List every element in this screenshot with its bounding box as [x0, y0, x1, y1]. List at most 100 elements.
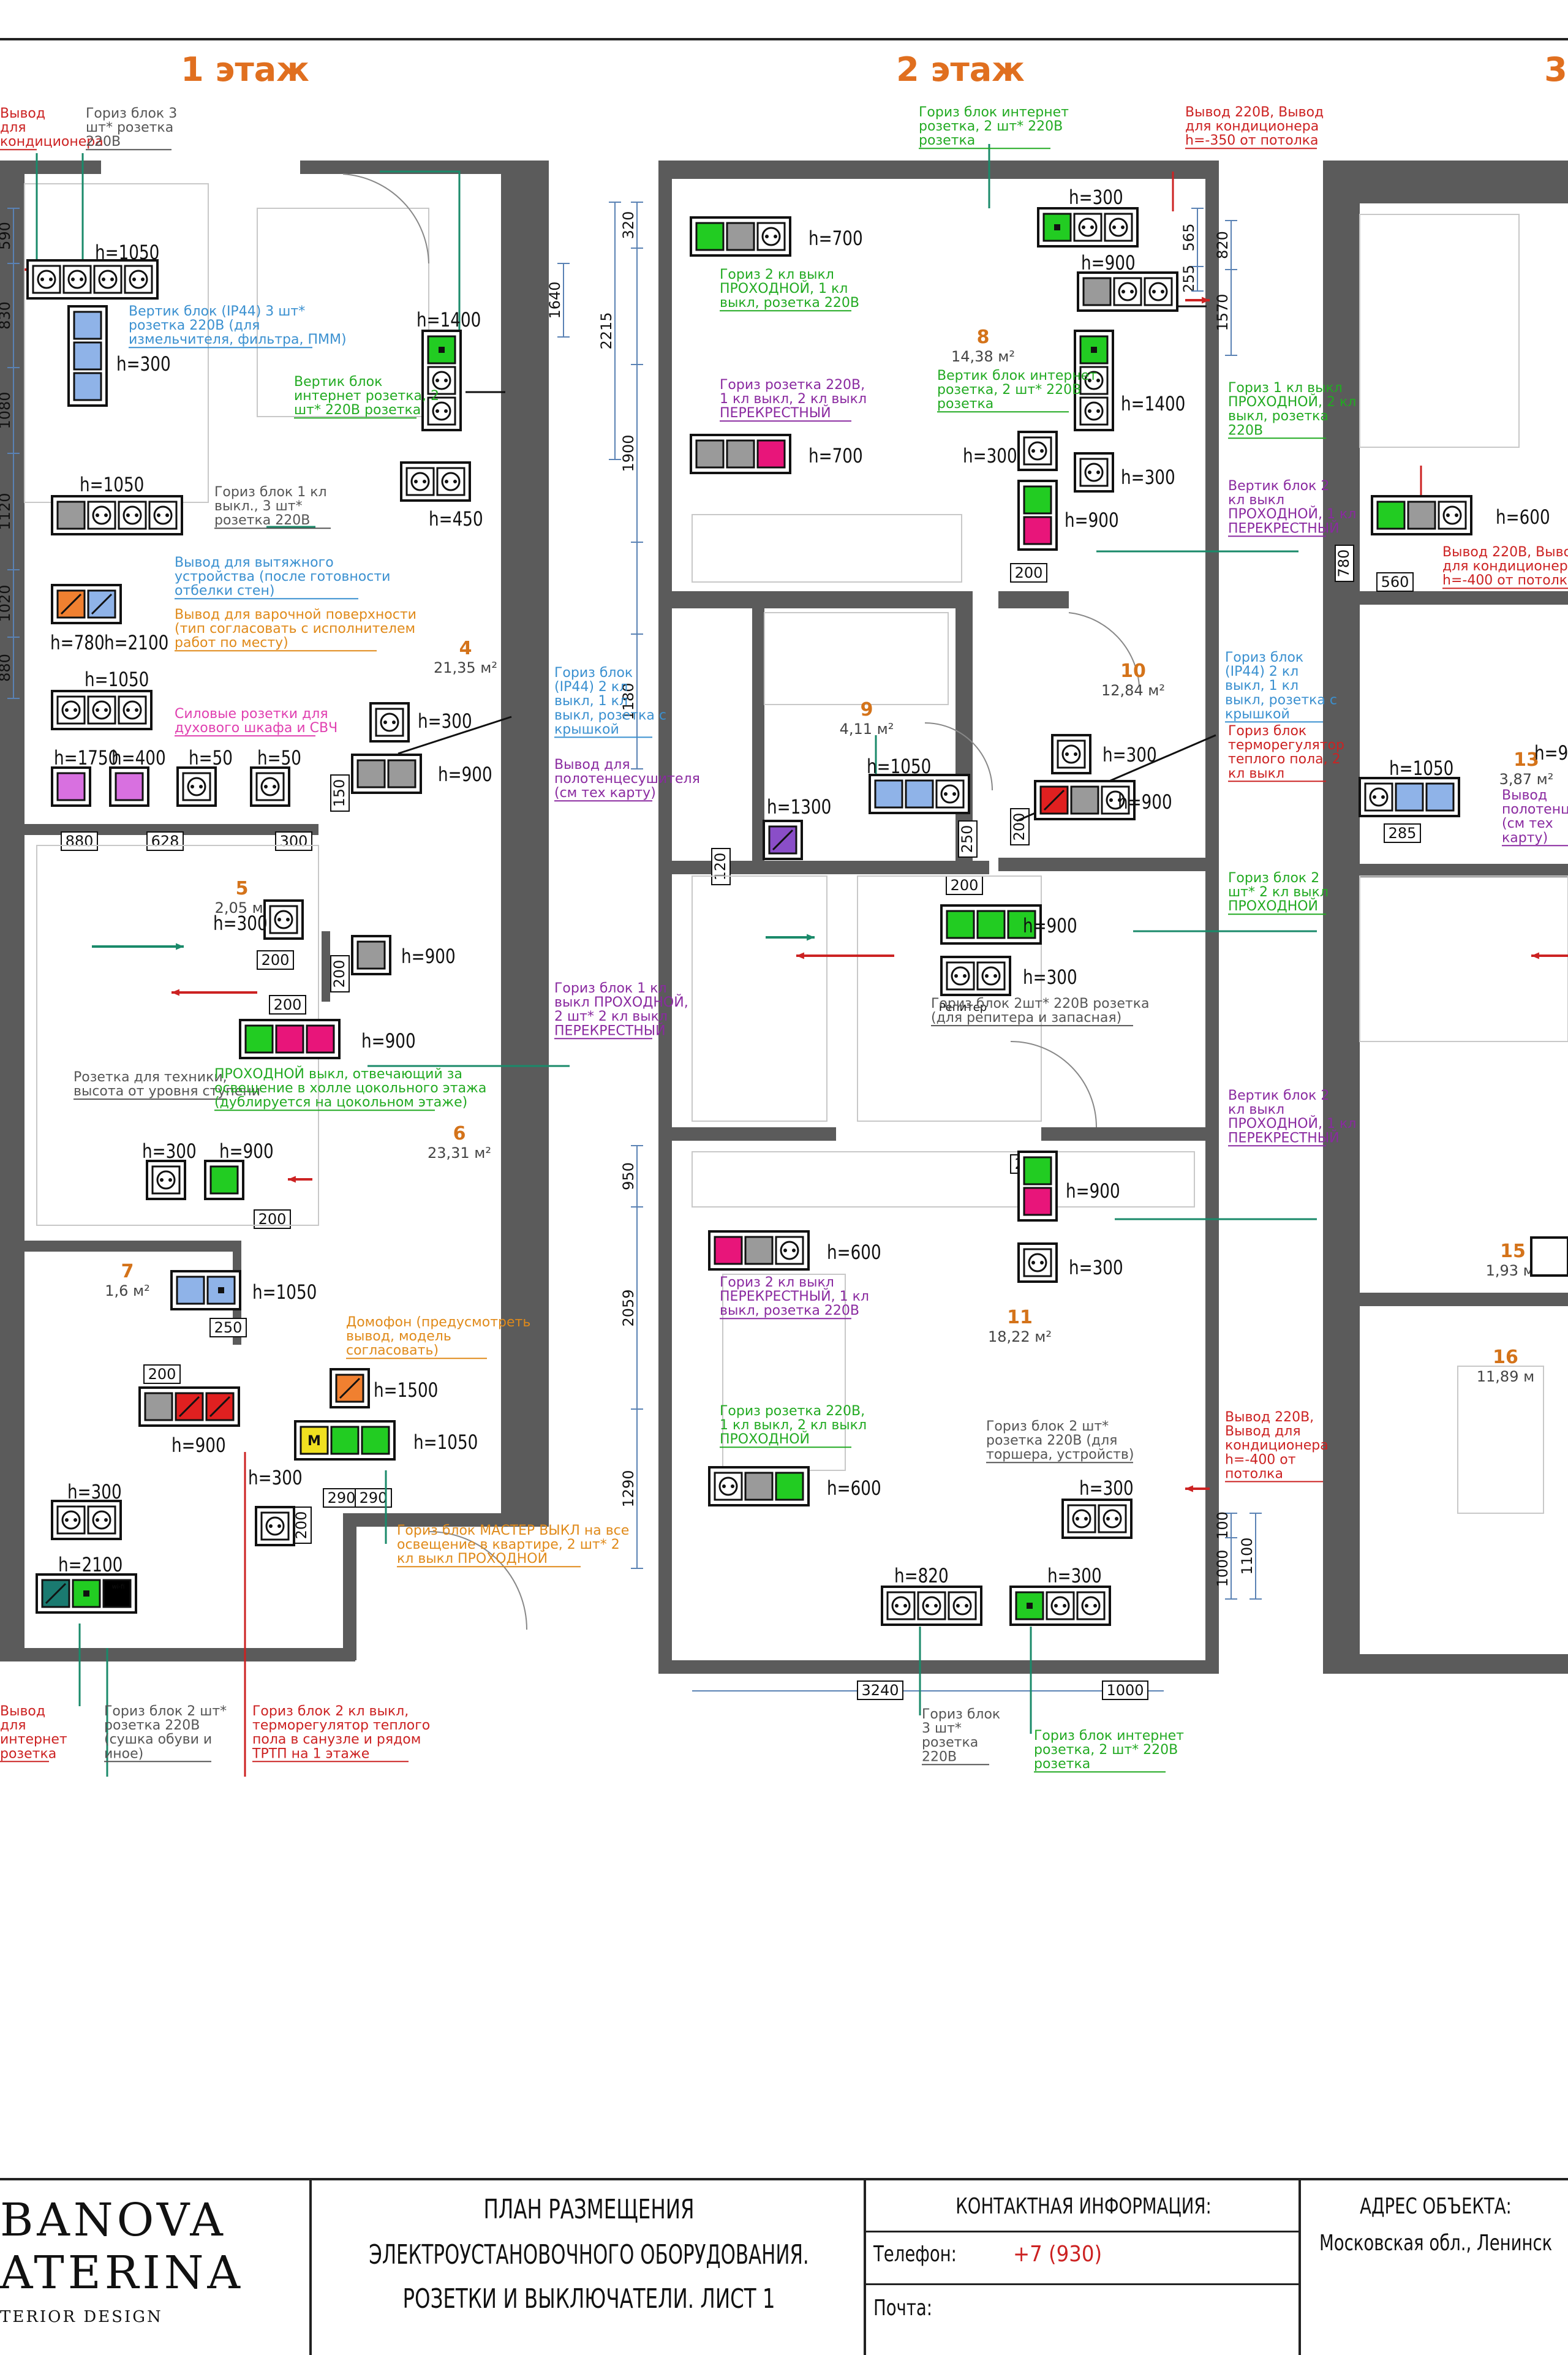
f1-block-socket-c — [369, 702, 410, 743]
sheet-title-line-2: ЭЛЕКТРОУСТАНОВОЧНОГО ОБОРУДОВАНИЯ. — [369, 2239, 809, 2270]
f2-block-p-socket-0 — [1023, 1248, 1052, 1277]
f2-block-r-switch-1 — [744, 1472, 774, 1501]
f1-block-ip44 — [67, 305, 108, 407]
floor-title-f2: 2 этаж — [896, 50, 1025, 89]
f2-block-r — [708, 1466, 810, 1506]
room-number-r11: 11 — [1007, 1307, 1033, 1328]
f1-block-socket-2-socket-0 — [405, 467, 435, 496]
dim-f1-left-2: 1080 — [0, 391, 13, 429]
f2-block-t — [881, 1586, 982, 1626]
f1-wall-wc-top — [0, 1241, 239, 1252]
f2-block-a-switch-0 — [695, 222, 725, 251]
floor-title-f1: 1 этаж — [181, 50, 309, 89]
f1-block-ip44-switch-0 — [73, 311, 102, 340]
f2-block-k-switch-1 — [1070, 785, 1099, 815]
f1-wall-left — [0, 161, 24, 1661]
f1-living-furniture — [257, 208, 429, 417]
sheet-title-line-1: ПЛАН РАЗМЕЩЕНИЯ — [483, 2194, 695, 2225]
dim-f2-right-b-1: 1570 — [1214, 293, 1231, 331]
room-area-r4: 21,35 м² — [434, 659, 497, 676]
dim-f1-small-6: 200 — [148, 1366, 176, 1383]
sheet-title-line-3: РОЗЕТКИ И ВЫКЛЮЧАТЕЛИ. ЛИСТ 1 — [402, 2283, 775, 2315]
f1-block-socket-b — [250, 766, 290, 807]
f2-block-i-switch-1 — [905, 779, 934, 809]
f1-block-master-m-label: М — [307, 1434, 321, 1449]
f2-block-t-socket-0 — [886, 1591, 916, 1620]
dim-f2-right-0: 565 — [1180, 224, 1197, 252]
f1-h-8: h=1750 — [54, 746, 118, 769]
phone-value: +7 (930) — [1013, 2242, 1102, 2267]
f1-block-socket-3-socket-2 — [118, 695, 147, 725]
f1-wall-closet — [322, 931, 330, 1002]
dim-f2-right-b-0: 820 — [1214, 231, 1231, 259]
dim-f1-small-8: 290 — [328, 1489, 356, 1506]
f2-block-a-socket-2 — [756, 222, 786, 251]
f2-h-8: h=1050 — [867, 755, 931, 777]
f2-block-n-socket-1 — [976, 961, 1006, 991]
f1-block-switch-e-switch-1 — [275, 1024, 304, 1054]
f1-block-socket-g-socket-0 — [260, 1511, 290, 1541]
f1-note-10: Розетка для техники,высота от уровня сту… — [74, 1070, 260, 1099]
f2-wall-outline-left — [658, 161, 672, 1674]
f3-wall-mid-b — [1360, 864, 1568, 877]
f2-block-i-socket-2 — [935, 779, 965, 809]
f2-block-p — [1017, 1242, 1058, 1283]
f1-block-switch-socket — [51, 495, 183, 535]
f2-block-q-switch-0 — [714, 1236, 743, 1265]
f1-note-16: Гориз блок 2 кл выкл,терморегулятор тепл… — [252, 1704, 430, 1761]
room-area-r6: 23,31 м² — [428, 1144, 491, 1162]
f1-h-19: h=1050 — [252, 1280, 317, 1303]
f1-h-10: h=50 — [189, 746, 233, 769]
f1-h-20: h=900 — [172, 1434, 226, 1456]
f1-block-ip44-switch-1 — [73, 341, 102, 371]
logo-cell: BANOVA ATERINA TERIOR DESIGN — [0, 2180, 309, 2355]
f1-leader-c — [398, 716, 512, 755]
room-number-r7: 7 — [121, 1261, 134, 1282]
f2-h-16: h=600 — [827, 1241, 881, 1263]
f2-block-d-switch-1 — [726, 439, 755, 469]
logo-subtitle: TERIOR DESIGN — [0, 2308, 163, 2326]
dim-f2-left-b-2: 1290 — [620, 1470, 637, 1507]
f2-h-17: h=600 — [827, 1476, 881, 1499]
f2-wall-hall-top — [998, 591, 1069, 608]
f2-block-c-socket-2 — [1144, 277, 1173, 306]
f1-h-4: h=1050 — [80, 473, 144, 496]
f2-wall-outline-right — [1205, 161, 1219, 1674]
f2-wall-hall-bottom — [998, 858, 1210, 871]
f3-bed-b — [1457, 1366, 1544, 1514]
f2-h-12: h=900 — [1023, 914, 1077, 937]
f1-h-18: h=900 — [219, 1140, 274, 1162]
f2-block-u-switch-0 — [1015, 1591, 1044, 1620]
f1-wall-right — [501, 161, 549, 1527]
f1-h-11: h=50 — [257, 746, 301, 769]
f2-block-u — [1009, 1586, 1111, 1626]
f2-block-t-socket-1 — [917, 1591, 946, 1620]
f2-wall-bath-left — [752, 591, 764, 873]
f1-block-oven — [51, 766, 91, 807]
room-area-r9: 4,11 м² — [840, 720, 894, 738]
f2-block-q-socket-2 — [775, 1236, 804, 1265]
f3-h-2: h=9 — [1534, 741, 1568, 764]
room-area-r8: 14,38 м² — [951, 348, 1015, 365]
f1-block-switch-socket-switch-0 — [56, 501, 86, 530]
f2-block-g-socket-0 — [1023, 436, 1052, 466]
logo-line-1: BANOVA — [0, 2194, 227, 2247]
f3-wall-left — [1323, 161, 1360, 1674]
f2-note-13: Гориз блок 2шт* 220В розетка(для репитер… — [931, 996, 1149, 1026]
f1-h-16: h=900 — [361, 1029, 416, 1052]
f2-h-11: h=1300 — [767, 795, 831, 818]
room-number-r6: 6 — [453, 1123, 466, 1144]
f2-wardrobe-b — [692, 1151, 1195, 1208]
contact-cell: КОНТАКТНАЯ ИНФОРМАЦИЯ: Телефон: +7 (930)… — [864, 2180, 1301, 2355]
f2-block-b-socket-2 — [1104, 213, 1133, 242]
